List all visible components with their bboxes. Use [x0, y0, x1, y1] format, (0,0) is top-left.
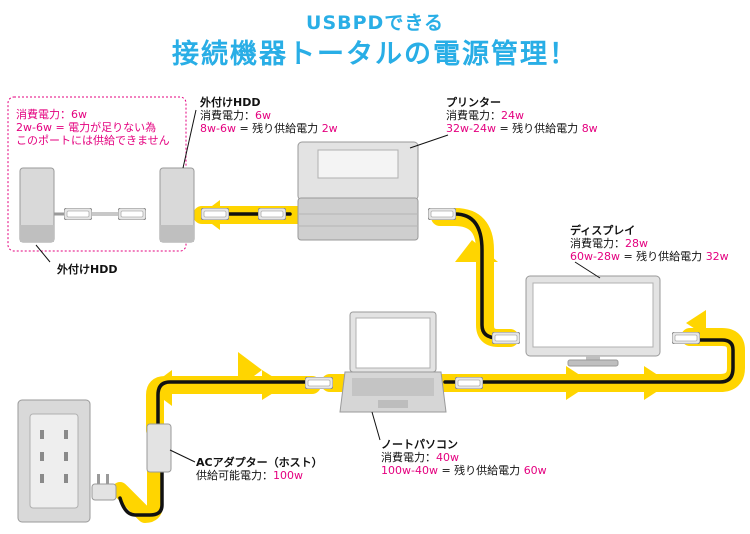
hdd-name: 外付けHDD [200, 96, 261, 109]
plug [91, 474, 117, 501]
unpowered-hdd-name: 外付けHDD [57, 263, 118, 276]
header-subtitle: USBPDできる [306, 12, 444, 34]
hdd-consumption: 消費電力：6w [200, 109, 271, 122]
unpowered-hdd-consumption: 消費電力：6w [16, 108, 87, 121]
display-remaining: 60w-28w = 残り供給電力 32w [570, 250, 729, 263]
hdd-info: 外付けHDD 消費電力：6w 8w-6w = 残り供給電力 2w [200, 96, 338, 135]
laptop-remaining: 100w-40w = 残り供給電力 60w [381, 464, 547, 477]
laptop-device [339, 311, 447, 413]
flow-arrow [262, 370, 286, 400]
printer-remaining: 32w-24w = 残り供給電力 8w [446, 122, 598, 135]
adapter-info: ACアダプター（ホスト） 供給可能電力：100w [196, 456, 323, 482]
printer-consumption: 消費電力：24w [446, 109, 524, 122]
unpowered-hdd-note: このポートには供給できません [16, 134, 170, 147]
display-info: ディスプレイ 消費電力：28w 60w-28w = 残り供給電力 32w [570, 224, 729, 263]
adapter-supply: 供給可能電力：100w [196, 469, 303, 482]
usb-connector [428, 208, 456, 220]
display-consumption: 消費電力：28w [570, 237, 648, 250]
unpowered-hdd-info: 消費電力：6w 2w-6w = 電力が足りない為 このポートには供給できません [16, 108, 170, 147]
flow-arrow [455, 240, 498, 262]
unpowered-hdd-formula: 2w-6w = 電力が足りない為 [16, 121, 157, 134]
usb-connector [201, 208, 229, 220]
printer-info: プリンター 消費電力：24w 32w-24w = 残り供給電力 8w [446, 96, 598, 135]
hdd-remaining: 8w-6w = 残り供給電力 2w [200, 122, 338, 135]
usb-connector [672, 332, 700, 344]
display-name: ディスプレイ [570, 224, 636, 237]
usb-connector [305, 377, 333, 389]
usb-connector [258, 208, 286, 220]
printer-name: プリンター [446, 96, 501, 109]
usb-connector [118, 208, 146, 220]
printer-device [297, 141, 419, 241]
display-device [525, 275, 661, 367]
adapter-name: ACアダプター（ホスト） [196, 456, 323, 469]
wall-outlet [17, 399, 91, 523]
ac-adapter-device [146, 423, 172, 473]
laptop-info: ノートパソコン 消費電力：40w 100w-40w = 残り供給電力 60w [381, 438, 547, 477]
usb-connector [64, 208, 92, 220]
header-title: 接続機器トータルの電源管理！ [172, 39, 578, 70]
laptop-consumption: 消費電力：40w [381, 451, 459, 464]
laptop-name: ノートパソコン [381, 438, 458, 451]
flow-arrow [686, 310, 706, 336]
usb-connector [455, 377, 483, 389]
usb-connector [492, 332, 520, 344]
flow-arrow [238, 352, 262, 388]
